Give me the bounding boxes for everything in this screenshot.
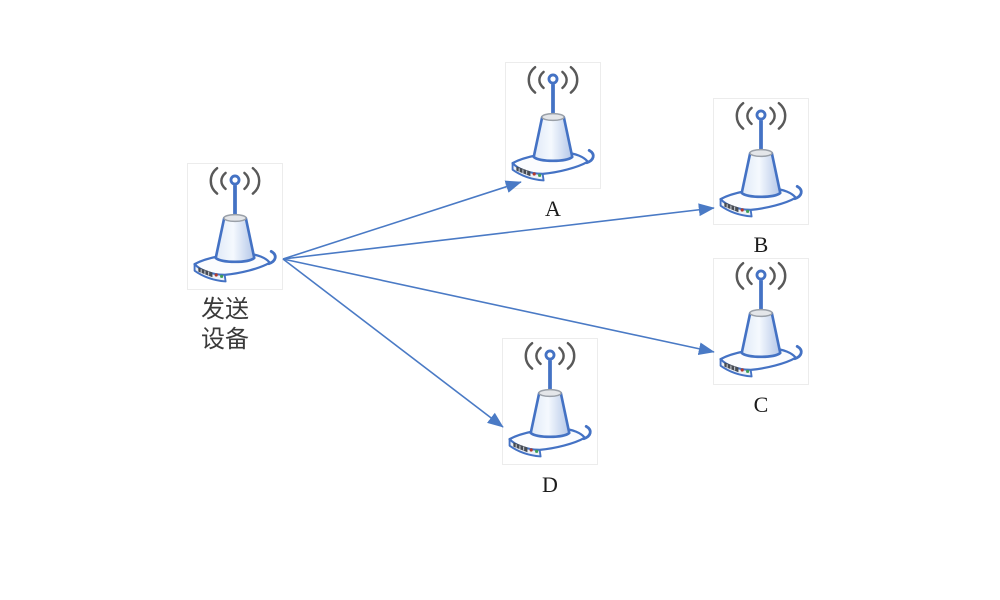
arrow-sender-to-d (282, 258, 504, 428)
receiver-d-icon-frame (502, 338, 598, 465)
wireless-transmitter-icon (506, 63, 600, 188)
node-receiver-a: A (505, 62, 601, 222)
node-receiver-b: B (713, 98, 809, 258)
node-label-c: C (753, 392, 769, 417)
receiver-c-icon-frame (713, 258, 809, 385)
wireless-transmitter-icon (503, 339, 597, 464)
sender-icon-frame (187, 163, 283, 290)
sender-label-line1: 发送 (201, 297, 249, 323)
wireless-transmitter-icon (188, 164, 282, 289)
node-label-b: B (753, 232, 769, 257)
node-sender: 发送 设备 (187, 163, 283, 355)
arrow-sender-to-a (282, 180, 522, 260)
arrow-sender-to-b (282, 203, 715, 260)
arrow-sender-to-c (282, 258, 715, 356)
wireless-transmitter-icon (714, 259, 808, 384)
node-label-sender: 发送 设备 (187, 295, 283, 355)
sender-label-line2: 设备 (201, 327, 249, 353)
wireless-transmitter-icon (714, 99, 808, 224)
node-label-d: D (542, 472, 558, 497)
receiver-a-icon-frame (505, 62, 601, 189)
receiver-b-icon-frame (713, 98, 809, 225)
node-label-a: A (545, 196, 561, 221)
node-receiver-c: C (713, 258, 809, 418)
node-receiver-d: D (502, 338, 598, 498)
